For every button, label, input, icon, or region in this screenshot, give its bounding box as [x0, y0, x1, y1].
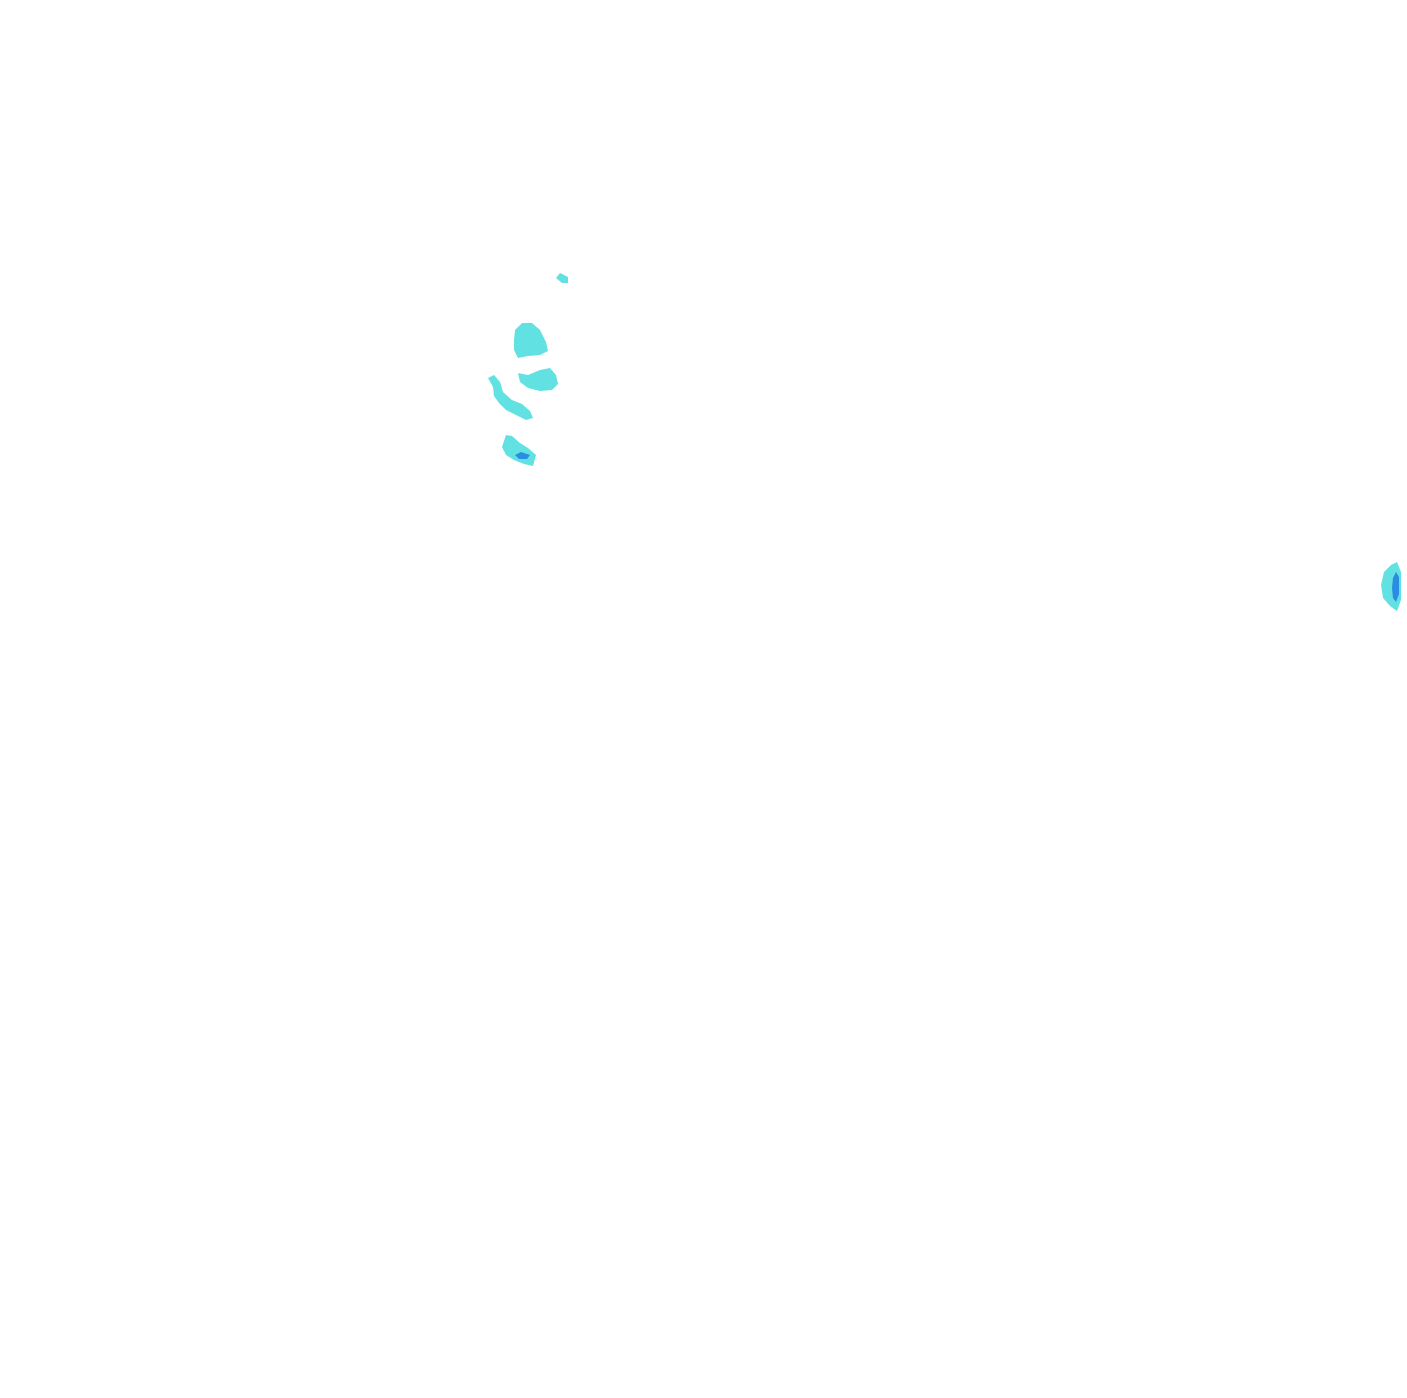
contour-region-patch-c-inner	[515, 452, 530, 459]
contour-region-patch-c	[502, 435, 536, 466]
contour-region-elongated-strip	[488, 375, 533, 420]
contour-region-east-edge-inner	[1392, 572, 1399, 602]
contour-region-small-fleck	[556, 273, 568, 283]
contour-region-patch-b	[518, 368, 558, 391]
contour-region-patch-a	[514, 323, 548, 358]
